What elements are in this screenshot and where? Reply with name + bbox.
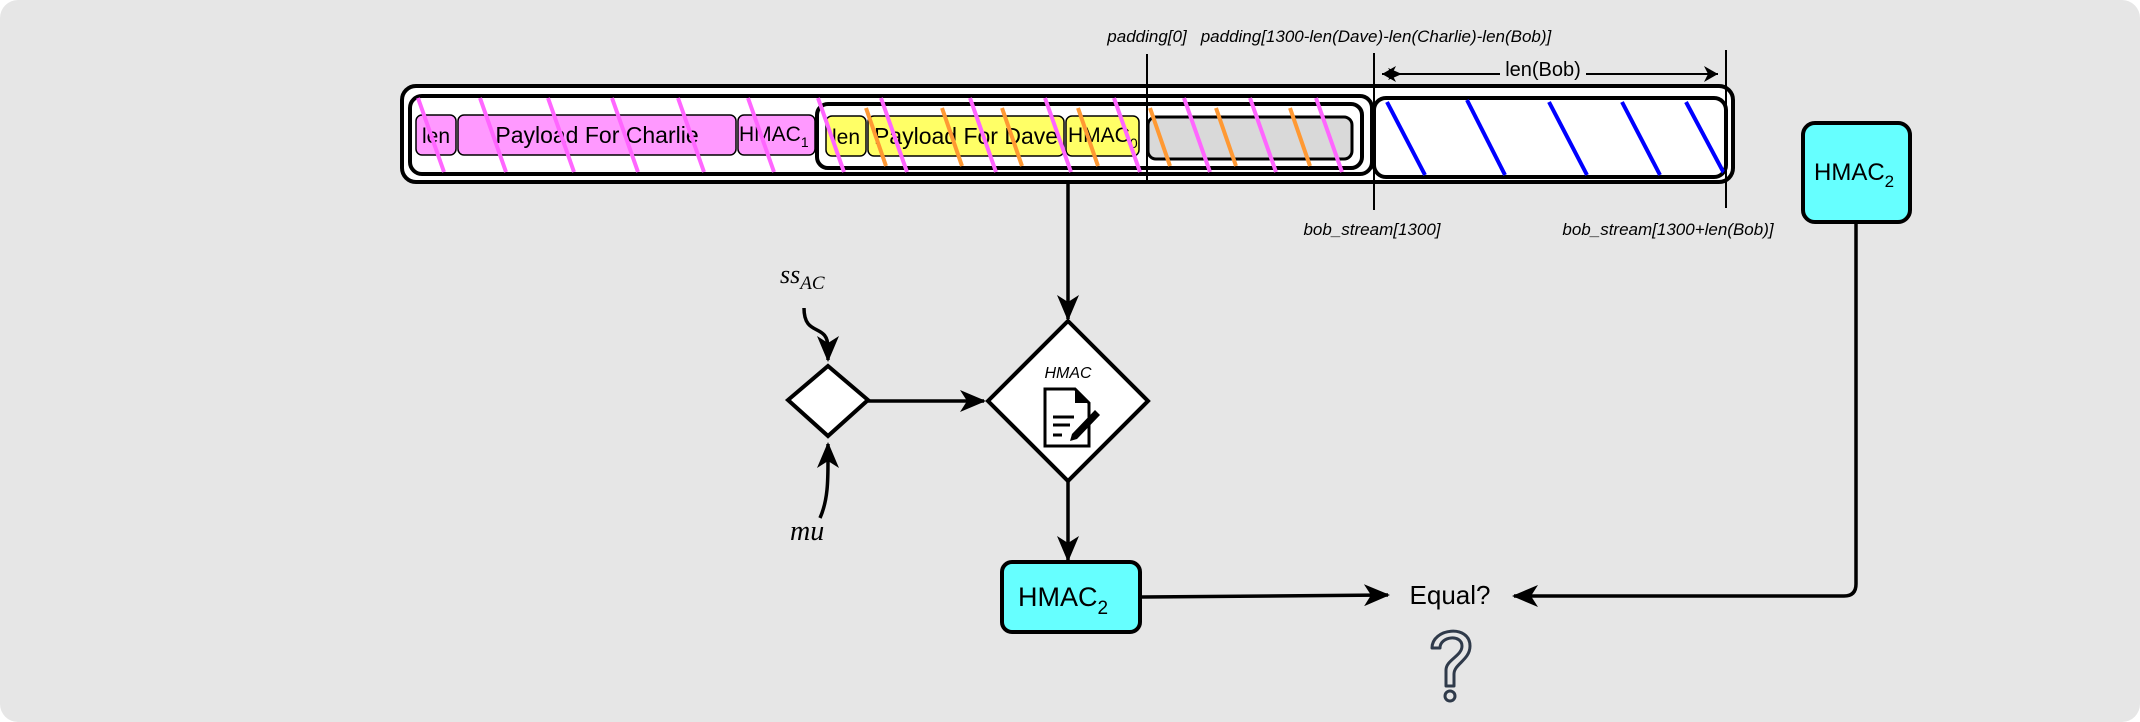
stripe <box>1314 97 1344 173</box>
combine-diamond <box>784 363 872 439</box>
stripe <box>879 97 909 173</box>
bob-stream-end-label: bob_stream[1300+len(Bob)] <box>1562 220 1774 239</box>
stripe <box>1182 97 1212 173</box>
padding-start-label: padding[0] <box>1106 27 1188 46</box>
stripe <box>746 97 776 173</box>
stripe <box>546 97 576 173</box>
padding-end-label: padding[1300-len(Dave)-len(Charlie)-len(… <box>1200 27 1553 46</box>
len-bob-arrowhead-right <box>1704 66 1718 82</box>
dave-payload-label: Payload For Dave <box>874 123 1058 149</box>
len-bob-dimension: len(Bob) <box>1382 59 1718 82</box>
computed-hmac2-box <box>1000 560 1142 634</box>
charlie-encryption-stripes <box>416 97 1344 173</box>
ss-ac-arrow <box>802 307 839 362</box>
stripe <box>1288 107 1312 167</box>
stripe <box>1620 101 1662 176</box>
question-mark-icon <box>1430 629 1472 703</box>
charlie-payload-segment <box>457 114 737 156</box>
stripe <box>1684 101 1726 177</box>
padding-segment <box>1146 115 1354 161</box>
stripe <box>816 97 846 173</box>
stripe <box>1547 101 1589 176</box>
mu-arrow <box>817 442 839 519</box>
bob-stream-start-label: bob_stream[1300] <box>1303 220 1441 239</box>
stripe <box>610 97 640 173</box>
hmac-diamond-label: HMAC <box>1044 365 1092 382</box>
stripe <box>1465 99 1507 176</box>
stripe <box>864 107 888 167</box>
bob-segment <box>1372 96 1728 179</box>
stripe <box>1248 97 1278 173</box>
len-bob-arrowhead-left <box>1382 66 1396 82</box>
stripe <box>1112 97 1142 173</box>
computed-to-equal-arrow <box>1140 584 1390 607</box>
mu-label: mu <box>790 516 824 547</box>
stripe <box>940 107 964 167</box>
computed-hmac2-label: HMAC2 <box>1018 582 1108 619</box>
equal-label: Equal? <box>1410 580 1491 610</box>
stripe <box>478 97 508 173</box>
bob-encryption-stripes <box>1385 99 1726 177</box>
stripe <box>968 97 998 173</box>
received-hmac2-label: HMAC2 <box>1814 159 1894 191</box>
received-to-equal-arrow <box>1512 222 1858 607</box>
len-bob-label: len(Bob) <box>1505 59 1581 81</box>
dave-encryption-stripes <box>864 107 1312 167</box>
stripe <box>1076 107 1100 167</box>
document-sign-icon <box>1043 387 1100 448</box>
stripe <box>1148 107 1172 167</box>
stripe <box>1043 97 1073 173</box>
stripe <box>676 97 706 173</box>
stripe <box>1000 107 1024 167</box>
charlie-payload-label: Payload For Charlie <box>495 122 698 148</box>
ss-ac-label: ssAC <box>780 260 825 294</box>
stripe <box>1214 107 1238 167</box>
stripe <box>1385 101 1427 176</box>
dave-len-label: len <box>832 126 860 149</box>
charlie-hmac-label: HMAC1 <box>739 123 809 150</box>
stripe <box>416 97 446 173</box>
